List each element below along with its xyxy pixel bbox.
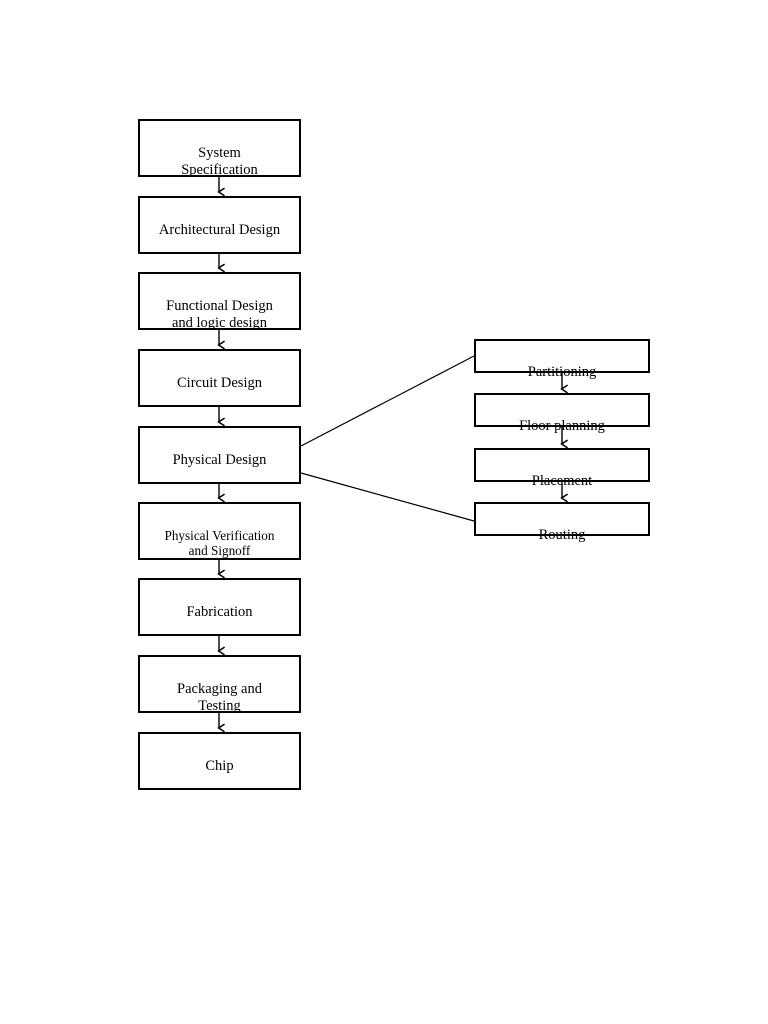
expansion-line-physical-design-to-partitioning bbox=[300, 355, 475, 447]
node-label: Partitioning bbox=[527, 364, 597, 381]
node-label: Chip bbox=[205, 758, 234, 775]
node-physical-design[interactable]: Physical Design bbox=[138, 426, 301, 484]
node-architectural-design[interactable]: Architectural Design bbox=[138, 196, 301, 254]
node-label: Functional Design and logic design bbox=[166, 298, 273, 332]
node-label: Packaging and Testing bbox=[177, 681, 262, 715]
expansion-lines bbox=[300, 355, 475, 522]
node-label: System Specification bbox=[181, 145, 258, 179]
node-label: Routing bbox=[538, 527, 586, 544]
node-fabrication[interactable]: Fabrication bbox=[138, 578, 301, 636]
node-system-specification[interactable]: System Specification bbox=[138, 119, 301, 179]
node-partitioning[interactable]: Partitioning bbox=[474, 339, 650, 380]
node-label: Architectural Design bbox=[158, 222, 281, 239]
node-label: Physical Verification and Signoff bbox=[164, 527, 275, 559]
node-circuit-design[interactable]: Circuit Design bbox=[138, 349, 301, 407]
node-label: Physical Design bbox=[172, 452, 267, 469]
node-routing[interactable]: Routing bbox=[474, 502, 650, 543]
node-placement[interactable]: Placement bbox=[474, 448, 650, 489]
node-chip[interactable]: Chip bbox=[138, 732, 301, 790]
node-functional-design[interactable]: Functional Design and logic design bbox=[138, 272, 301, 332]
node-physical-verification[interactable]: Physical Verification and Signoff bbox=[138, 502, 301, 560]
node-label: Floor planning bbox=[519, 418, 605, 435]
node-floor-planning[interactable]: Floor planning bbox=[474, 393, 650, 434]
expansion-line-physical-design-to-routing bbox=[300, 472, 475, 522]
node-label: Fabrication bbox=[186, 604, 253, 621]
node-label: Placement bbox=[531, 473, 593, 490]
node-packaging-testing[interactable]: Packaging and Testing bbox=[138, 655, 301, 715]
node-label: Circuit Design bbox=[177, 375, 262, 392]
